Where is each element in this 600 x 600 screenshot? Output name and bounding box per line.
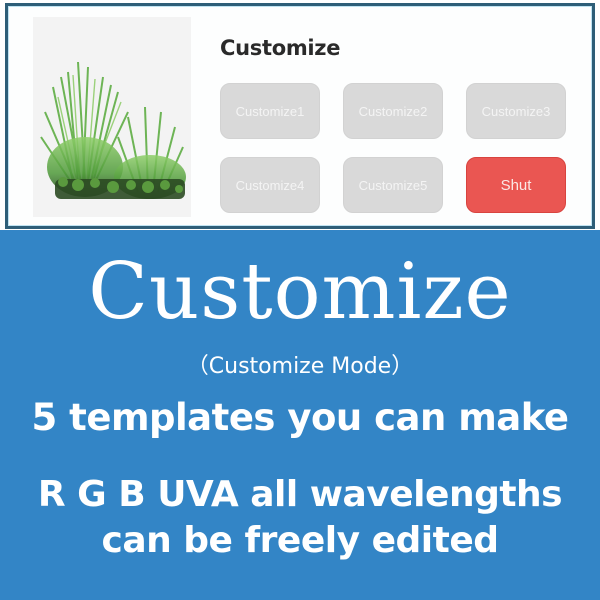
- panel-title: Customize: [220, 36, 341, 60]
- plant-icon: [40, 61, 186, 199]
- wavelengths-line-1: R G B UVA all wavelengths: [37, 474, 563, 515]
- top-screenshot-area: Customize Customize1 Customize2 Customiz…: [0, 0, 600, 230]
- customize-panel: Customize Customize1 Customize2 Customiz…: [5, 3, 595, 229]
- customize1-button[interactable]: Customize1: [220, 83, 320, 139]
- banner-title: Customize: [88, 247, 512, 337]
- customize4-button[interactable]: Customize4: [220, 157, 320, 213]
- wavelengths-line-2: can be freely edited: [101, 520, 499, 561]
- aquarium-plant-image: [33, 17, 191, 217]
- customize3-button[interactable]: Customize3: [466, 83, 566, 139]
- feature-banner: Customize （Customize Mode） 5 templates y…: [0, 230, 600, 600]
- customize2-button[interactable]: Customize2: [343, 83, 443, 139]
- wavelengths-text: R G B UVA all wavelengths can be freely …: [0, 472, 600, 564]
- shut-button[interactable]: Shut: [466, 157, 566, 213]
- customize5-button[interactable]: Customize5: [343, 157, 443, 213]
- banner-subtitle: （Customize Mode）: [186, 354, 414, 379]
- templates-text: 5 templates you can make: [31, 396, 569, 439]
